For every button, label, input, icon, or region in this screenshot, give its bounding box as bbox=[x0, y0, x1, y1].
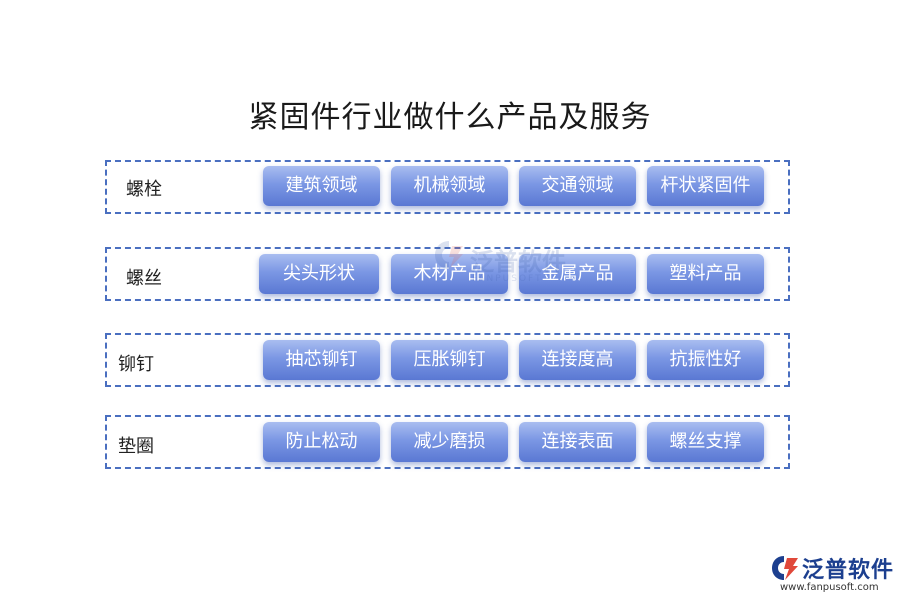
item-button[interactable]: 交通领域 bbox=[519, 166, 636, 206]
brand-logo: 泛普软件 www.fanpusoft.com bbox=[770, 552, 895, 596]
watermark-subtext: FANPUSOFT bbox=[472, 274, 543, 284]
item-button[interactable]: 抽芯铆钉 bbox=[263, 340, 380, 380]
fanpu-logo-icon bbox=[772, 556, 798, 580]
item-button[interactable]: 减少磨损 bbox=[391, 422, 508, 462]
page-title: 紧固件行业做什么产品及服务 bbox=[248, 100, 652, 135]
item-button[interactable]: 抗振性好 bbox=[647, 340, 764, 380]
item-button[interactable]: 建筑领域 bbox=[263, 166, 380, 206]
item-button[interactable]: 塑料产品 bbox=[647, 254, 764, 294]
fanpu-logo-icon bbox=[435, 241, 463, 269]
item-button[interactable]: 尖头形状 bbox=[259, 254, 379, 294]
category-row-screw bbox=[105, 247, 790, 301]
logo-url: www.fanpusoft.com bbox=[780, 582, 879, 593]
item-button[interactable]: 杆状紧固件 bbox=[647, 166, 764, 206]
item-button[interactable]: 机械领域 bbox=[391, 166, 508, 206]
category-row-rivet bbox=[105, 333, 790, 387]
item-button[interactable]: 连接表面 bbox=[519, 422, 636, 462]
category-label-screw: 螺丝 bbox=[126, 268, 162, 289]
item-button[interactable]: 压胀铆钉 bbox=[391, 340, 508, 380]
category-row-bolt bbox=[105, 160, 790, 214]
item-button[interactable]: 金属产品 bbox=[519, 254, 636, 294]
category-row-washer bbox=[105, 415, 790, 469]
watermark: 泛普软件 FANPUSOFT bbox=[432, 232, 572, 302]
category-label-rivet: 铆钉 bbox=[118, 354, 154, 375]
item-button[interactable]: 防止松动 bbox=[263, 422, 380, 462]
category-label-washer: 垫圈 bbox=[118, 436, 154, 457]
logo-text: 泛普软件 bbox=[802, 558, 895, 583]
category-label-bolt: 螺栓 bbox=[126, 179, 162, 200]
item-button[interactable]: 螺丝支撑 bbox=[647, 422, 764, 462]
item-button[interactable]: 木材产品 bbox=[391, 254, 508, 294]
watermark-text: 泛普软件 bbox=[470, 248, 566, 276]
item-button[interactable]: 连接度高 bbox=[519, 340, 636, 380]
